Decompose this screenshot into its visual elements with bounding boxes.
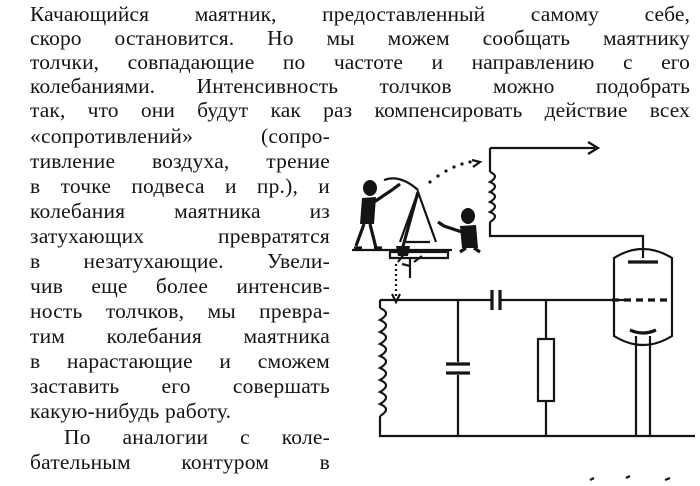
column-line-3: в точке подвеса и пр.), и bbox=[30, 174, 330, 198]
text-line-1: Качающийся маятник, предоставленный само… bbox=[30, 2, 690, 26]
column-line-1: «сопротивлений» (сопро- bbox=[30, 124, 330, 148]
column-line-7: чив еще более интенсив- bbox=[30, 274, 330, 298]
column-line-2: тивление воздуха, трение bbox=[30, 149, 330, 173]
column-line-5: затухающих превратятся bbox=[30, 224, 330, 248]
pendulum-frame bbox=[383, 177, 450, 260]
oscillator-illustration bbox=[352, 141, 695, 482]
column-line-14: бательным контуром в bbox=[30, 450, 330, 474]
column-line-9: тим колебания маятника bbox=[30, 324, 330, 348]
bottom-marks bbox=[589, 475, 671, 482]
lc-circuit bbox=[377, 290, 695, 438]
text-line-3: толчки, совпадающие по частоте и направл… bbox=[30, 50, 690, 74]
right-worker-figure bbox=[437, 208, 481, 254]
feedback-coil bbox=[487, 141, 645, 258]
left-worker-figure bbox=[354, 180, 401, 250]
column-line-13: По аналогии с коле- bbox=[64, 425, 330, 449]
column-line-8: ность толчков, мы превра- bbox=[30, 299, 330, 323]
text-line-5: так, что они будут как раз компенсироват… bbox=[30, 98, 690, 122]
column-line-11: заставить его совершать bbox=[30, 374, 330, 398]
vacuum-tube bbox=[612, 248, 674, 436]
column-line-12: какую-нибудь работу. bbox=[30, 399, 232, 423]
text-line-4: колебаниями. Интенсивность толчков можно… bbox=[30, 74, 690, 98]
swing-arc bbox=[428, 158, 483, 184]
column-line-4: колебания маятника из bbox=[30, 199, 330, 223]
column-line-6: в незатухающие. Увели- bbox=[30, 249, 330, 273]
pendulum-scene bbox=[352, 158, 483, 305]
column-line-10: в нарастающие и сможем bbox=[30, 349, 330, 373]
text-line-2: скоро остановится. Но мы можем сообщать … bbox=[30, 26, 690, 50]
